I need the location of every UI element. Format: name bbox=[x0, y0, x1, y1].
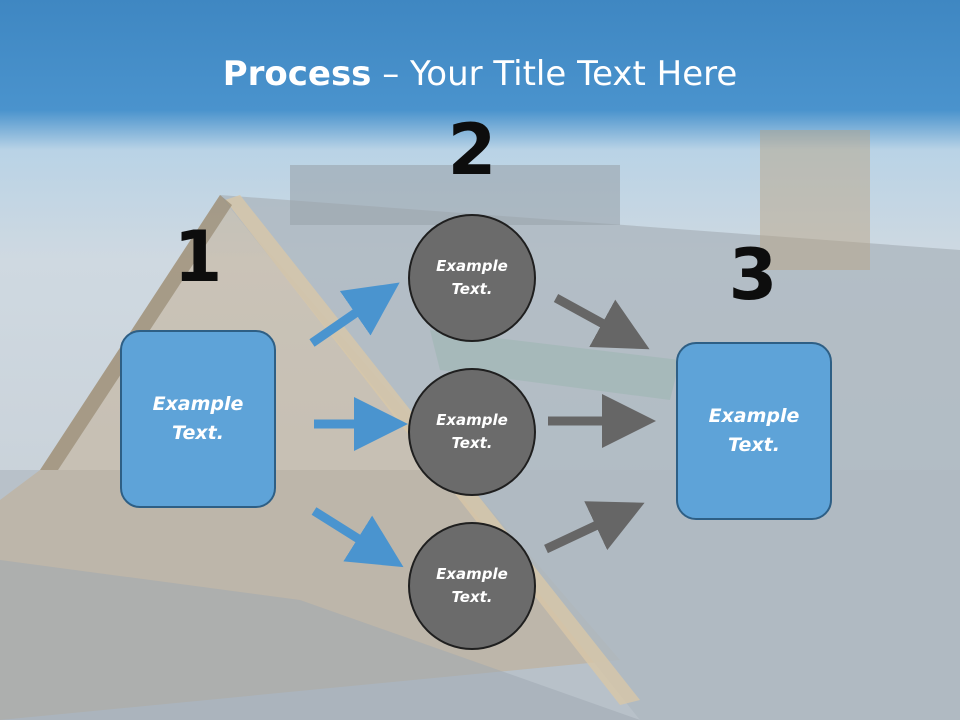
title-bold: Process bbox=[222, 54, 372, 94]
circle-middle[interactable]: Example Text. bbox=[408, 368, 536, 496]
slide-title: Process – Your Title Text Here bbox=[0, 52, 960, 96]
step-1-text-line2: Text. bbox=[172, 422, 224, 444]
step-1-box[interactable]: Example Text. bbox=[120, 330, 276, 508]
circle-top-text-line1: Example bbox=[436, 257, 508, 275]
step-3-text-line2: Text. bbox=[728, 434, 780, 456]
circle-bottom-text-line1: Example bbox=[436, 565, 508, 583]
circle-bottom[interactable]: Example Text. bbox=[408, 522, 536, 650]
step-3-box[interactable]: Example Text. bbox=[676, 342, 832, 520]
step-number-2: 2 bbox=[447, 109, 497, 191]
circle-bottom-text-line2: Text. bbox=[451, 588, 493, 606]
step-number-3: 3 bbox=[728, 234, 778, 316]
step-number-1: 1 bbox=[173, 216, 223, 298]
circle-top-text-line2: Text. bbox=[451, 280, 493, 298]
step-1-text-line1: Example bbox=[152, 393, 244, 415]
title-rest: – Your Title Text Here bbox=[371, 54, 738, 94]
circle-top[interactable]: Example Text. bbox=[408, 214, 536, 342]
step-3-text-line1: Example bbox=[708, 405, 800, 427]
circle-middle-text-line2: Text. bbox=[451, 434, 493, 452]
circle-middle-text-line1: Example bbox=[436, 411, 508, 429]
